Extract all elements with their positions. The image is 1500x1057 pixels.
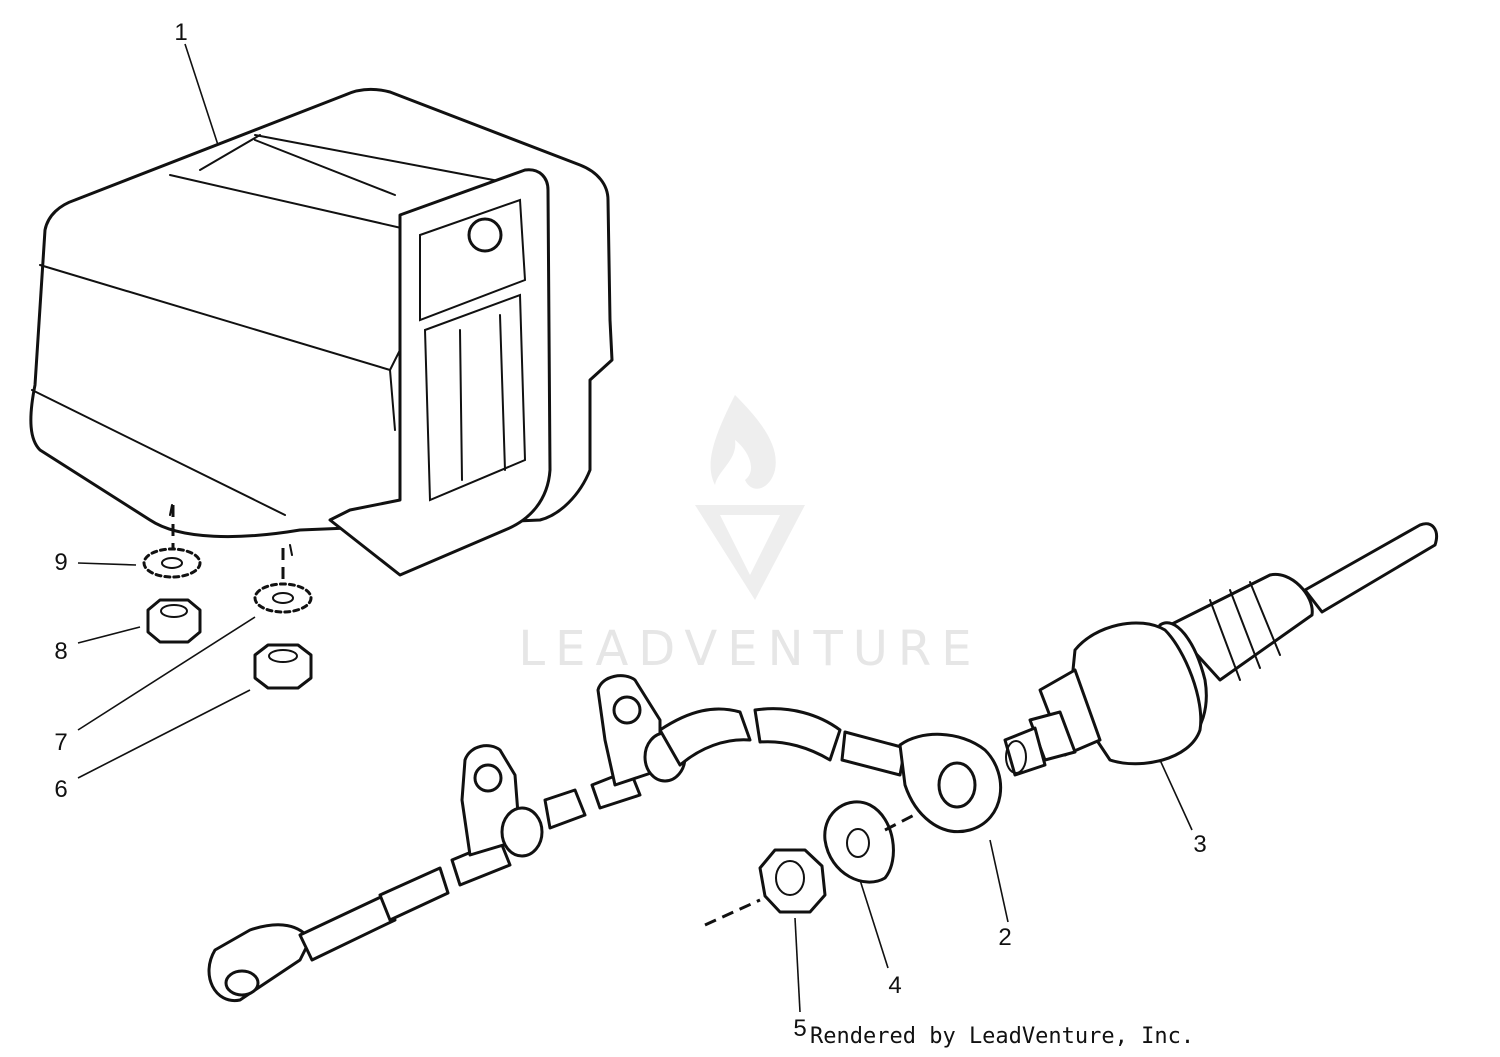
- render-credit: Rendered by LeadVenture, Inc.: [810, 1024, 1194, 1049]
- part-2-cable-assembly: [207, 674, 1002, 1002]
- part-9-lock-washer: [142, 547, 202, 579]
- part-7-lock-washer: [253, 582, 313, 614]
- watermark-brand: LEADVENTURE: [518, 621, 981, 677]
- part-3-glow-plug: [1003, 522, 1438, 777]
- part-4-washer: [823, 800, 895, 884]
- part-8-nut: [146, 598, 202, 644]
- callout-6: 6: [54, 776, 67, 803]
- callout-8: 8: [54, 638, 67, 665]
- callout-4: 4: [888, 972, 901, 999]
- leadventure-watermark: LEADVENTURE: [518, 395, 981, 677]
- callout-3: 3: [1193, 831, 1206, 858]
- part-1-controller-box: [29, 87, 614, 577]
- callout-2: 2: [998, 924, 1011, 951]
- callout-7: 7: [54, 729, 67, 756]
- callout-9: 9: [54, 549, 67, 576]
- part-6-nut: [253, 643, 313, 690]
- leader-lines: [77, 43, 1193, 1013]
- callout-labels: 1 2 3 4 5 6 7 8 9: [54, 19, 1206, 1042]
- callout-1: 1: [174, 19, 187, 46]
- part-5-nut: [758, 848, 827, 914]
- fastener-axis: [704, 810, 921, 927]
- callout-5: 5: [793, 1015, 806, 1042]
